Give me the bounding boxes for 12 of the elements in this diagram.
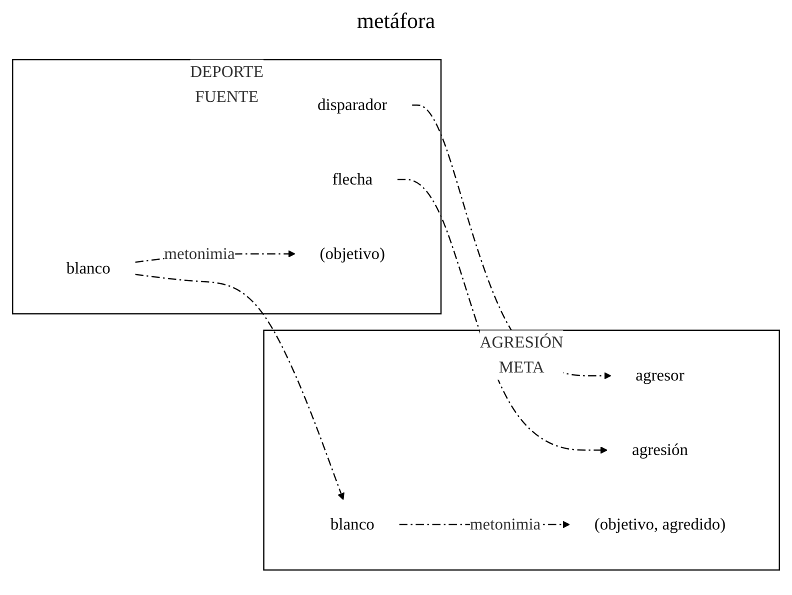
arrow [135, 273, 344, 500]
node-text: blanco [330, 515, 374, 534]
edge-label: metonimia [164, 244, 235, 263]
metaphor-label: metáfora [356, 8, 436, 34]
edge-label: metonimia [470, 515, 541, 534]
node-text: (objetivo, agredido) [594, 515, 726, 534]
node-text: agresor [636, 366, 684, 385]
node-text: flecha [332, 170, 373, 188]
node-text: (objetivo) [320, 244, 385, 263]
node-text: agresión [632, 440, 688, 459]
node-text: disparador [318, 96, 388, 114]
node-text: blanco [66, 258, 110, 278]
